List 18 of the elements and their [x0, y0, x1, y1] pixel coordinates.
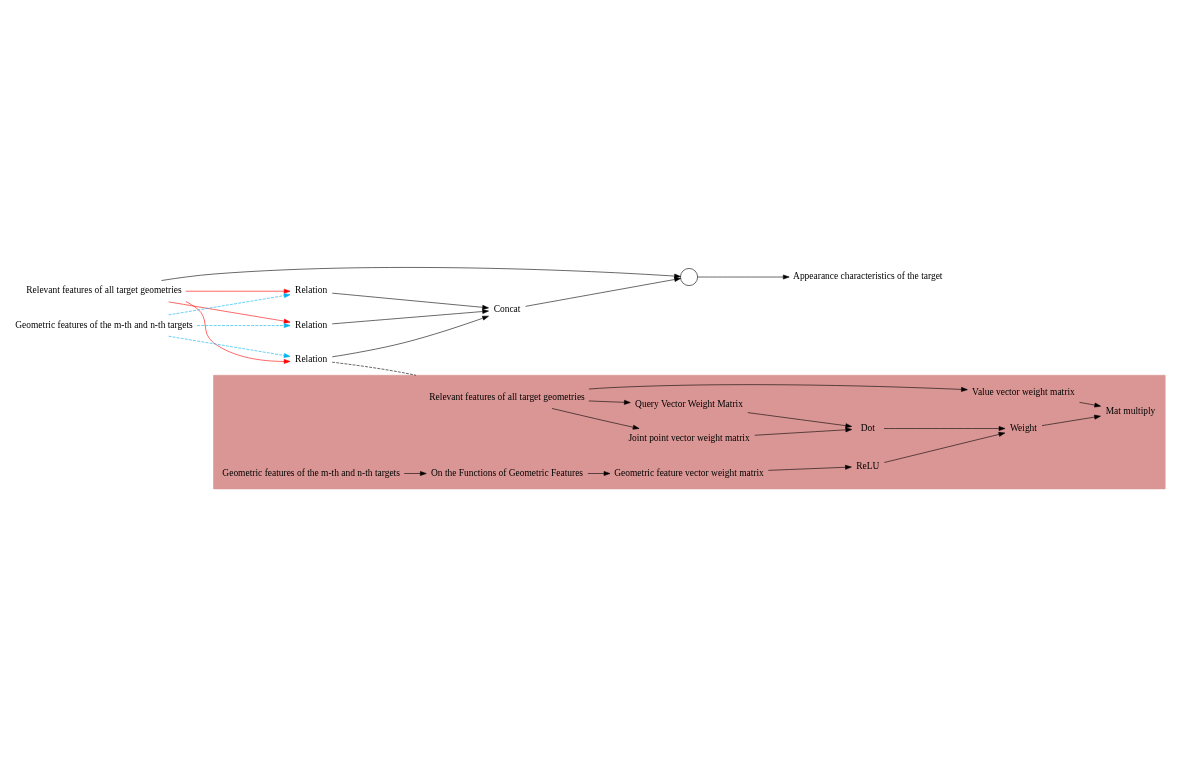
node-text: Relation: [295, 285, 328, 296]
node-text: Relevant features of all target geometries: [26, 285, 182, 296]
node-text: Mat multiply: [1105, 405, 1156, 416]
node-text: Weight: [1009, 422, 1037, 433]
node-text: Geometric features of the m-th and n-th targets: [15, 319, 193, 330]
node-text: Joint point vector weight matrix: [628, 433, 750, 444]
node-text: Query Vector Weight Matrix: [635, 399, 743, 410]
node-text: Relation: [295, 354, 328, 365]
node-text: Relation: [295, 319, 328, 330]
node-text: ReLU: [856, 460, 880, 471]
node-text: Relevant features of all target geometries: [429, 392, 585, 402]
node-text: Value vector weight matrix: [972, 386, 1075, 397]
node-text: Appearance characteristics of the target: [793, 271, 943, 282]
node-text: Geometric features of the m-th and n-th targets: [222, 467, 400, 478]
node-text: Dot: [860, 422, 875, 433]
node-text: On the Functions of Geometric Features: [431, 467, 584, 478]
node-text: Geometric feature vector weight matrix: [614, 467, 764, 478]
node-text: Concat: [493, 303, 521, 314]
